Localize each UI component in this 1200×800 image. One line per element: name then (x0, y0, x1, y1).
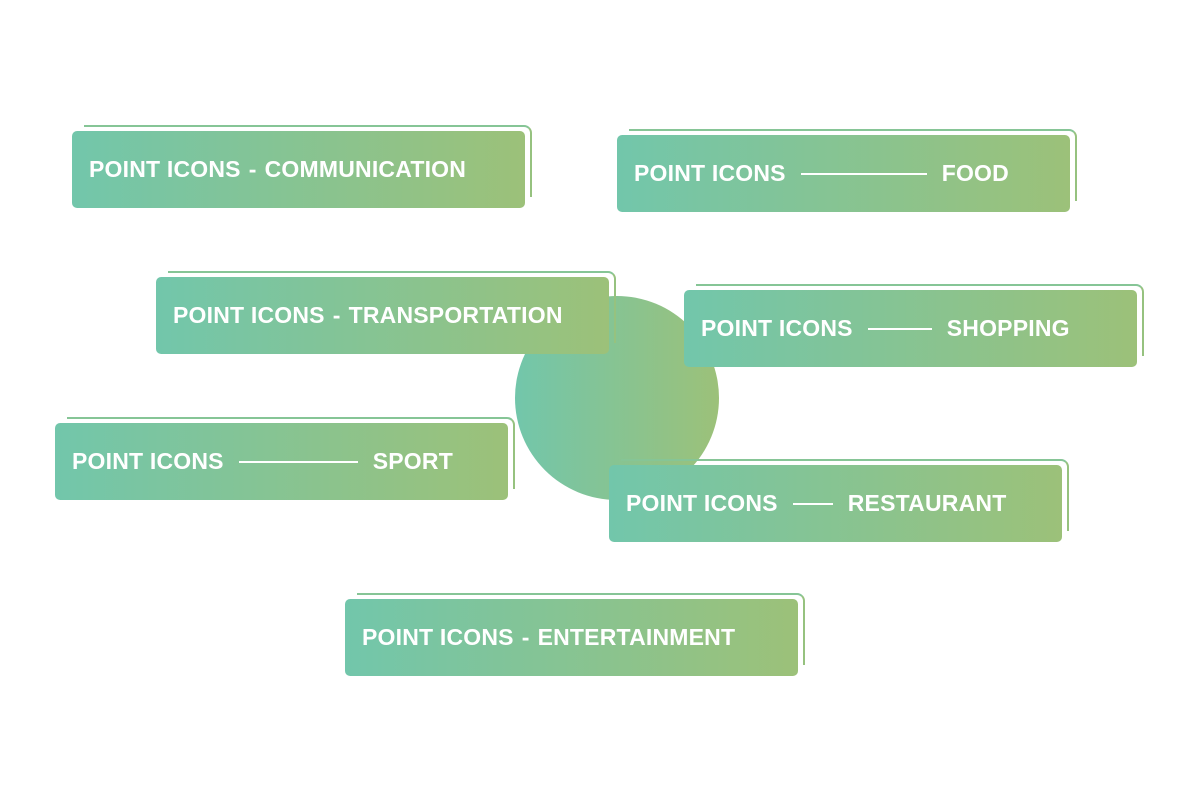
card-outline (357, 593, 805, 665)
card-box: POINT ICONS - COMMUNICATION (72, 131, 525, 208)
card-category: COMMUNICATION (264, 156, 467, 182)
card-shopping: POINT ICONS SHOPPING (684, 284, 1144, 367)
card-category: SHOPPING (946, 315, 1070, 341)
card-outline (168, 271, 616, 343)
card-box: POINT ICONS - TRANSPORTATION (156, 277, 609, 354)
card-prefix: POINT ICONS (89, 156, 241, 182)
card-category: FOOD (941, 160, 1009, 186)
card-category: RESTAURANT (847, 490, 1007, 516)
card-separator: - (521, 624, 530, 650)
card-communication: POINT ICONS - COMMUNICATION (72, 125, 532, 208)
card-outline (67, 417, 515, 489)
card-food: POINT ICONS FOOD (617, 129, 1077, 212)
card-outline (629, 129, 1077, 201)
card-prefix: POINT ICONS (362, 624, 514, 650)
card-outline (621, 459, 1069, 531)
card-separator: - (332, 302, 341, 328)
card-box: POINT ICONS RESTAURANT (609, 465, 1062, 542)
card-box: POINT ICONS FOOD (617, 135, 1070, 212)
card-separator: - (248, 156, 257, 182)
card-restaurant: POINT ICONS RESTAURANT (609, 459, 1069, 542)
card-box: POINT ICONS SHOPPING (684, 290, 1137, 367)
card-category: SPORT (372, 448, 453, 474)
card-prefix: POINT ICONS (72, 448, 224, 474)
card-outline (84, 125, 532, 197)
card-box: POINT ICONS SPORT (55, 423, 508, 500)
card-prefix: POINT ICONS (173, 302, 325, 328)
card-prefix: POINT ICONS (626, 490, 778, 516)
card-separator-line (792, 502, 833, 505)
card-category: TRANSPORTATION (348, 302, 563, 328)
card-outline (696, 284, 1144, 356)
card-entertainment: POINT ICONS - ENTERTAINMENT (345, 593, 805, 676)
card-separator-line (867, 327, 932, 330)
card-category: ENTERTAINMENT (537, 624, 736, 650)
card-separator-line (800, 172, 927, 175)
card-prefix: POINT ICONS (701, 315, 853, 341)
card-sport: POINT ICONS SPORT (55, 417, 515, 500)
card-prefix: POINT ICONS (634, 160, 786, 186)
card-separator-line (238, 460, 358, 463)
card-box: POINT ICONS - ENTERTAINMENT (345, 599, 798, 676)
card-transportation: POINT ICONS - TRANSPORTATION (156, 271, 616, 354)
